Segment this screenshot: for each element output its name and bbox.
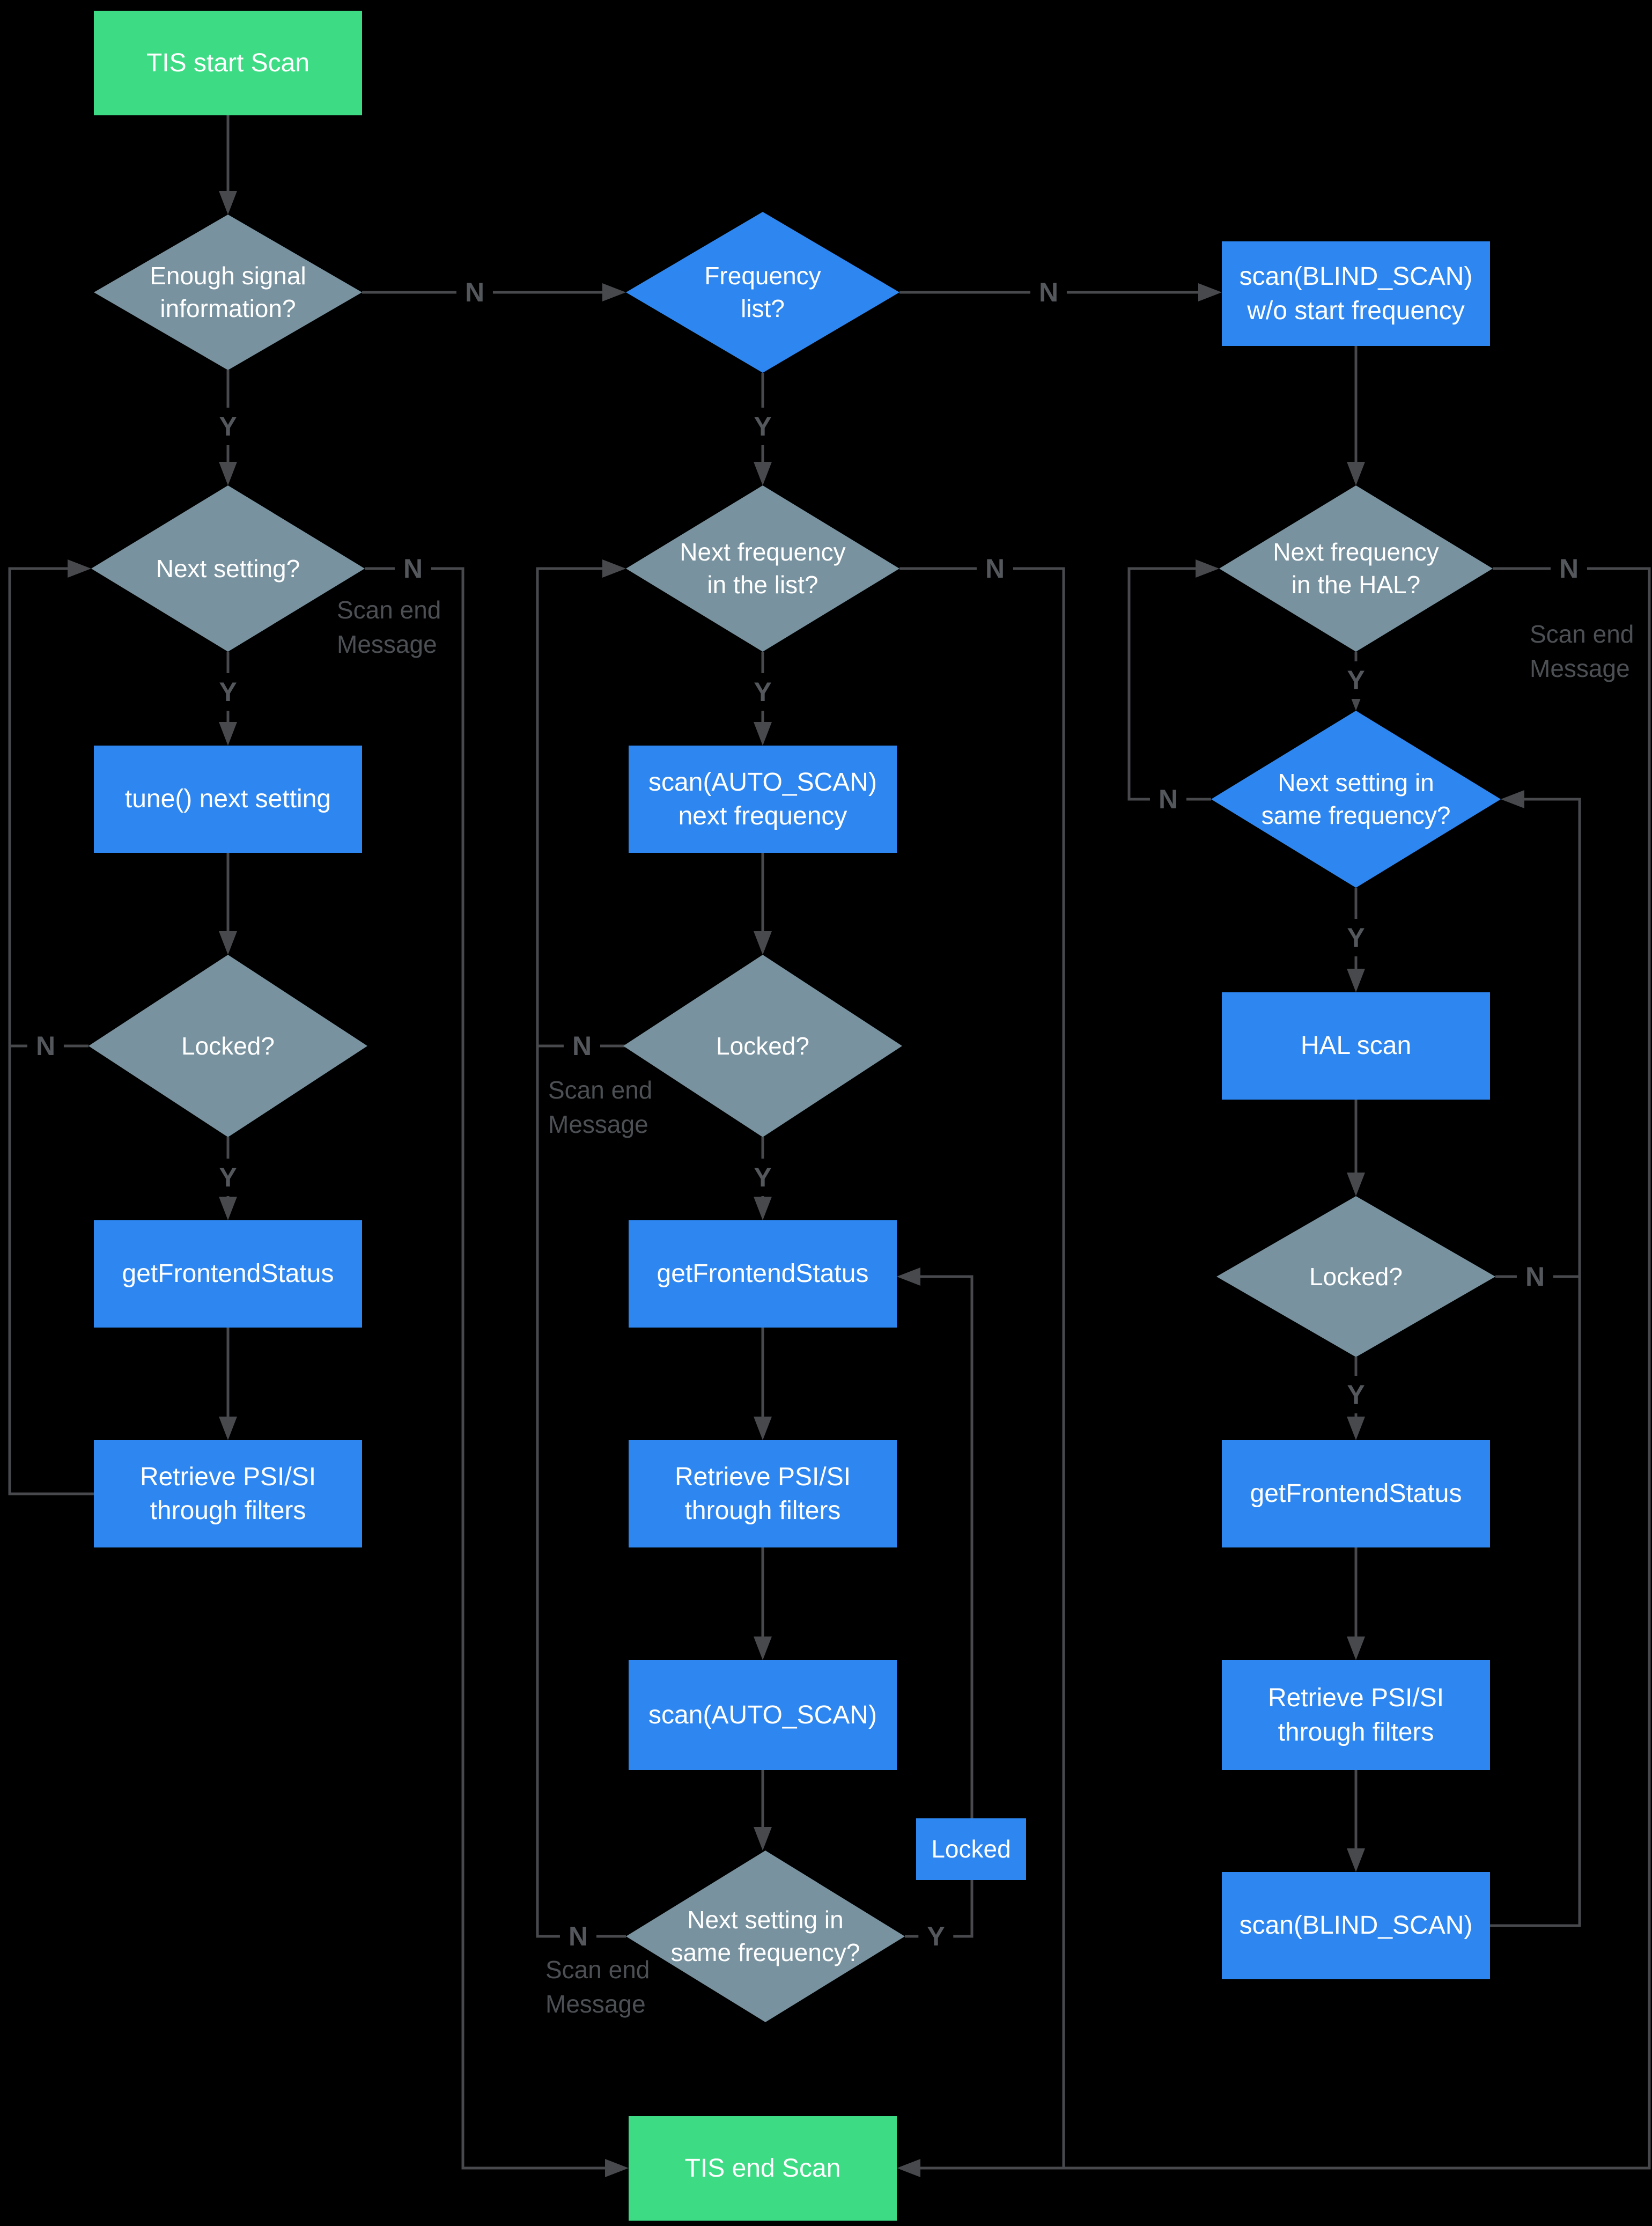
label-y-next-setting: Y <box>210 673 246 711</box>
label-n-next-setting: N <box>394 550 432 587</box>
label-n-enough-signal: N <box>456 274 493 311</box>
process-tune-next-setting: tune() next setting <box>94 746 362 853</box>
node-label: Frequency list? <box>704 262 821 322</box>
note-scan-end-next-setting: Scan end Message <box>337 596 441 659</box>
decision-locked-right: Locked? <box>1216 1196 1495 1357</box>
node-label: TIS start Scan <box>146 48 310 77</box>
label-n-same-freq-middle: N <box>559 1918 597 1955</box>
process-scan-auto: scan(AUTO_SCAN) <box>629 1660 897 1770</box>
decision-locked-left: Locked? <box>88 955 367 1137</box>
label-y-locked-left: Y <box>210 1159 246 1196</box>
node-label: scan(BLIND_SCAN) <box>1239 1911 1473 1940</box>
node-label: Next frequency in the HAL? <box>1273 538 1439 599</box>
label-n-frequency-list: N <box>1030 274 1067 311</box>
node-label: Locked? <box>1309 1262 1403 1291</box>
terminal-end: TIS end Scan <box>629 2116 897 2221</box>
node-label: Enough signal information? <box>150 262 306 322</box>
label-n-same-freq-right: N <box>1149 780 1187 818</box>
process-get-frontend-status-middle: getFrontendStatus <box>629 1220 897 1328</box>
label-n-locked-right: N <box>1516 1258 1554 1295</box>
node-label: Next setting in same frequency? <box>1261 769 1451 829</box>
node-label: getFrontendStatus <box>122 1259 334 1288</box>
node-label: Locked? <box>181 1031 275 1060</box>
edge-same-freq-right-n-loop <box>1127 559 1219 801</box>
node-label: Retrieve PSI/SI through filters <box>674 1462 851 1525</box>
process-hal-scan: HAL scan <box>1222 992 1490 1100</box>
edge-retrieve-left-loop-to-next-setting <box>8 559 94 1495</box>
label-n-locked-middle: N <box>563 1027 601 1065</box>
label-n-next-freq-list: N <box>976 550 1014 587</box>
label-y-same-freq-middle: Y <box>918 1918 954 1955</box>
decision-next-frequency-hal: Next frequency in the HAL? <box>1219 485 1493 652</box>
label-y-frequency-list: Y <box>745 408 780 445</box>
label-y-next-freq-list: Y <box>745 673 780 711</box>
process-retrieve-psi-si-middle: Retrieve PSI/SI through filters <box>629 1440 897 1547</box>
note-scan-end-next-freq-hal: Scan end Message <box>1530 620 1634 683</box>
label-y-enough-signal: Y <box>210 408 246 445</box>
decision-next-setting-same-frequency-middle: Next setting in same frequency? <box>626 1851 905 2022</box>
decision-enough-signal: Enough signal information? <box>94 215 362 370</box>
decision-next-setting: Next setting? <box>91 485 365 652</box>
node-label: tune() next setting <box>124 785 331 814</box>
label-n-next-freq-hal: N <box>1550 550 1588 587</box>
node-label: Next setting? <box>156 554 300 583</box>
node-label: Next setting in same frequency? <box>670 1906 860 1966</box>
process-scan-blind: scan(BLIND_SCAN) <box>1222 1872 1490 1979</box>
decision-locked-middle: Locked? <box>623 955 902 1137</box>
terminal-start: TIS start Scan <box>94 11 362 115</box>
label-y-same-freq-right: Y <box>1338 919 1374 956</box>
edge-scanblind-loop-to-same-freq <box>1490 790 1581 1927</box>
node-label: Locked? <box>716 1031 809 1060</box>
label-locked-tag: Locked <box>916 1818 1026 1880</box>
node-label: Retrieve PSI/SI through filters <box>1267 1684 1444 1746</box>
node-label: scan(AUTO_SCAN) <box>648 1700 877 1729</box>
edge-next-freq-list-n-scan-end <box>899 567 1065 2168</box>
node-label: TIS end Scan <box>684 2154 841 2183</box>
process-scan-blind-wo-start-frequency: scan(BLIND_SCAN) w/o start frequency <box>1222 241 1490 346</box>
label-y-locked-middle: Y <box>745 1159 780 1196</box>
node-label: Next frequency in the list? <box>680 538 846 599</box>
process-get-frontend-status-right: getFrontendStatus <box>1222 1440 1490 1547</box>
node-label: HAL scan <box>1300 1031 1412 1060</box>
label-y-locked-right: Y <box>1338 1376 1374 1413</box>
process-get-frontend-status-left: getFrontendStatus <box>94 1220 362 1328</box>
node-label: getFrontendStatus <box>657 1259 869 1288</box>
node-label: getFrontendStatus <box>1250 1479 1462 1508</box>
decision-next-setting-same-frequency-right: Next setting in same frequency? <box>1211 711 1501 888</box>
label-n-locked-left: N <box>27 1027 64 1065</box>
node-label: scan(AUTO_SCAN) next frequency <box>648 768 877 830</box>
process-retrieve-psi-si-right: Retrieve PSI/SI through filters <box>1222 1660 1490 1770</box>
decision-frequency-list: Frequency list? <box>626 212 899 373</box>
node-label: Locked <box>931 1835 1011 1863</box>
edge-same-freq-middle-n-loop <box>536 559 626 1938</box>
node-label: Retrieve PSI/SI through filters <box>139 1462 316 1525</box>
node-label: scan(BLIND_SCAN) w/o start frequency <box>1239 262 1473 325</box>
process-scan-auto-next-frequency: scan(AUTO_SCAN) next frequency <box>629 746 897 853</box>
decision-next-frequency-list: Next frequency in the list? <box>626 485 899 652</box>
label-y-next-freq-hal: Y <box>1338 661 1374 699</box>
note-scan-end-same-freq-middle: Scan end Message <box>545 1956 650 2018</box>
process-retrieve-psi-si-left: Retrieve PSI/SI through filters <box>94 1440 362 1547</box>
note-scan-end-locked-middle: Scan end Message <box>548 1076 653 1139</box>
